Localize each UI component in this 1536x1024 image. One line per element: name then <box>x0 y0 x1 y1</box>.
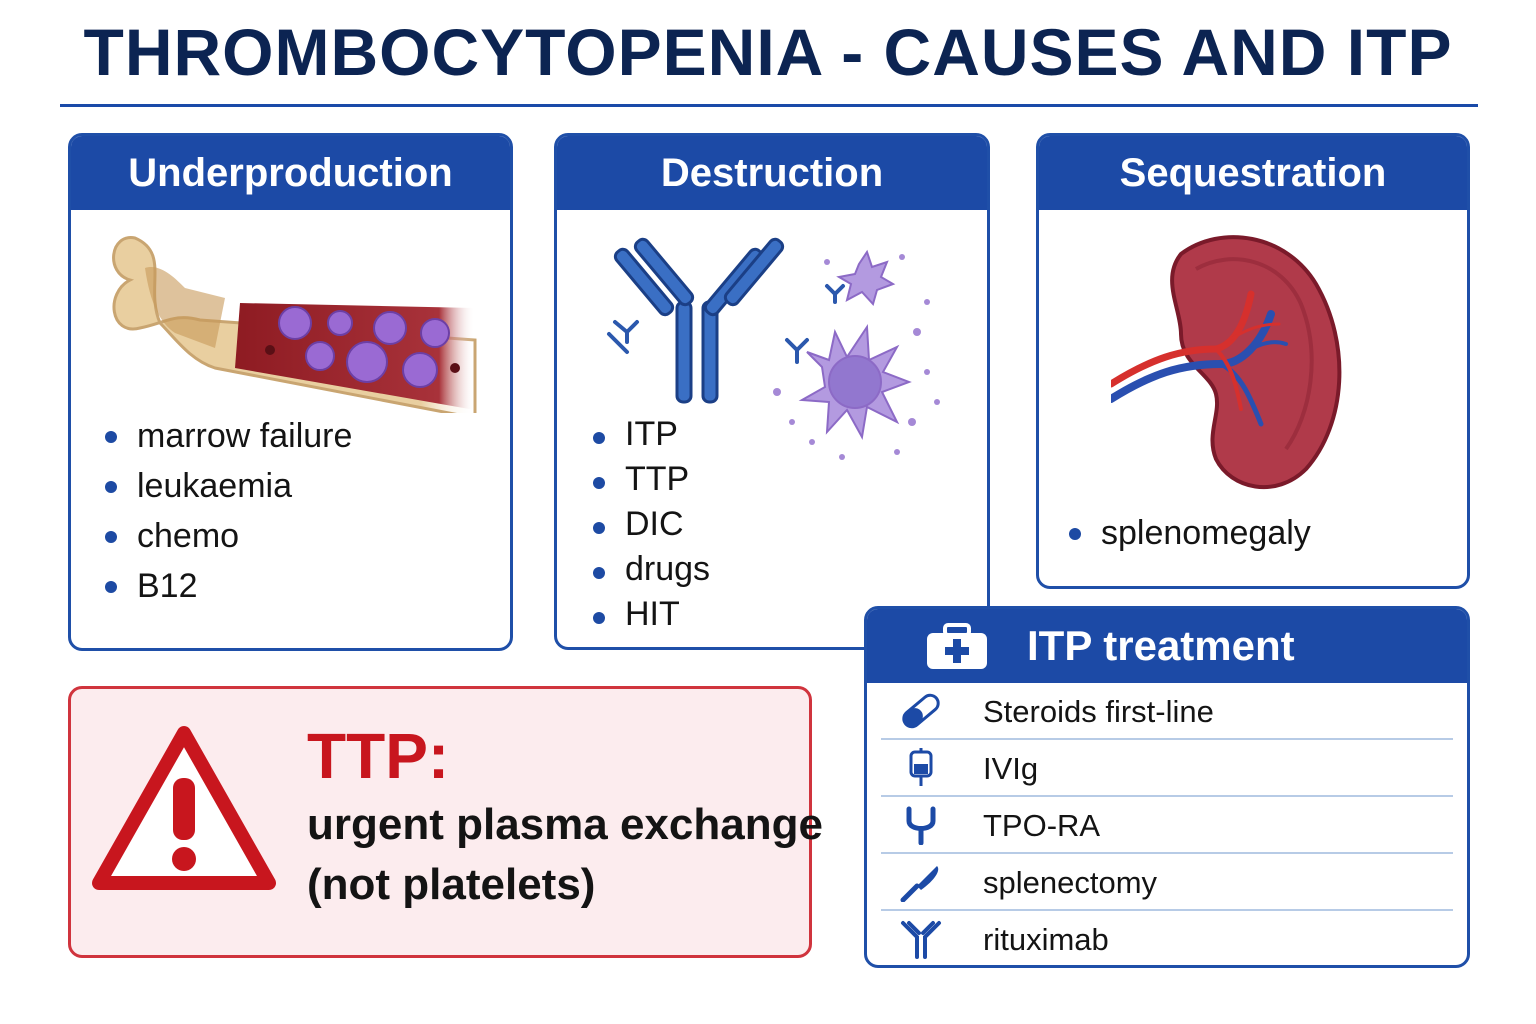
title-divider <box>60 104 1478 107</box>
treatment-label: Steroids first-line <box>983 694 1214 729</box>
spleen-icon <box>1111 235 1342 490</box>
list-item: splenomegaly <box>1069 508 1311 558</box>
first-aid-kit-icon <box>927 623 987 669</box>
treatment-heading-label: ITP treatment <box>1027 622 1295 669</box>
warning-line-2: (not platelets) <box>307 860 596 909</box>
treatment-label: rituximab <box>983 922 1109 957</box>
page-title: THROMBOCYTOPENIA - CAUSES AND ITP <box>83 15 1453 89</box>
list-item: DIC <box>593 502 710 547</box>
bone-marrow-icon <box>112 236 477 413</box>
list-item: TTP <box>593 457 710 502</box>
warning-line-1: urgent plasma exchange <box>307 800 823 849</box>
sequestration-card: Sequestration splenomegaly <box>1036 133 1470 589</box>
antibody-icon <box>901 921 941 959</box>
ttp-warning-box: TTP: urgent plasma exchange (not platele… <box>68 686 823 958</box>
underproduction-list: marrow failure leukaemia chemo B12 <box>105 411 352 611</box>
antibody-attacking-platelet-icon <box>607 237 940 460</box>
underproduction-card: Underproduction marrow failure <box>68 133 513 651</box>
underproduction-heading: Underproduction <box>71 136 510 210</box>
treatment-row: Steroids first-line <box>881 683 1453 740</box>
destruction-heading: Destruction <box>557 136 987 210</box>
destruction-list: ITP TTP DIC drugs HIT <box>593 412 710 637</box>
treatment-label: TPO-RA <box>983 808 1101 843</box>
warning-title: TTP: <box>307 720 450 792</box>
sequestration-heading: Sequestration <box>1039 136 1467 210</box>
list-item: chemo <box>105 511 352 561</box>
destruction-card: Destruction ITP TTP <box>554 133 990 650</box>
list-item: drugs <box>593 547 710 592</box>
warning-text: urgent plasma exchange (not platelets) <box>307 795 823 915</box>
list-item: leukaemia <box>105 461 352 511</box>
treatment-row: IVIg <box>881 740 1453 797</box>
treatment-label: IVIg <box>983 751 1039 786</box>
itp-treatment-heading: ITP treatment <box>867 609 1467 683</box>
receptor-icon <box>906 806 936 845</box>
list-item: ITP <box>593 412 710 457</box>
list-item: B12 <box>105 561 352 611</box>
treatment-row: splenectomy <box>881 854 1453 911</box>
list-item: HIT <box>593 592 710 637</box>
treatment-row: TPO-RA <box>881 797 1453 854</box>
iv-bag-icon <box>909 748 933 786</box>
treatment-label: splenectomy <box>983 865 1158 900</box>
itp-treatment-card: ITP treatment Steroids first-line IVIg T… <box>864 606 1470 968</box>
scalpel-icon <box>900 866 939 902</box>
warning-triangle-icon <box>92 726 276 890</box>
sequestration-list: splenomegaly <box>1069 508 1311 558</box>
treatment-row: rituximab <box>881 911 1453 965</box>
pill-icon <box>902 693 940 729</box>
list-item: marrow failure <box>105 411 352 461</box>
